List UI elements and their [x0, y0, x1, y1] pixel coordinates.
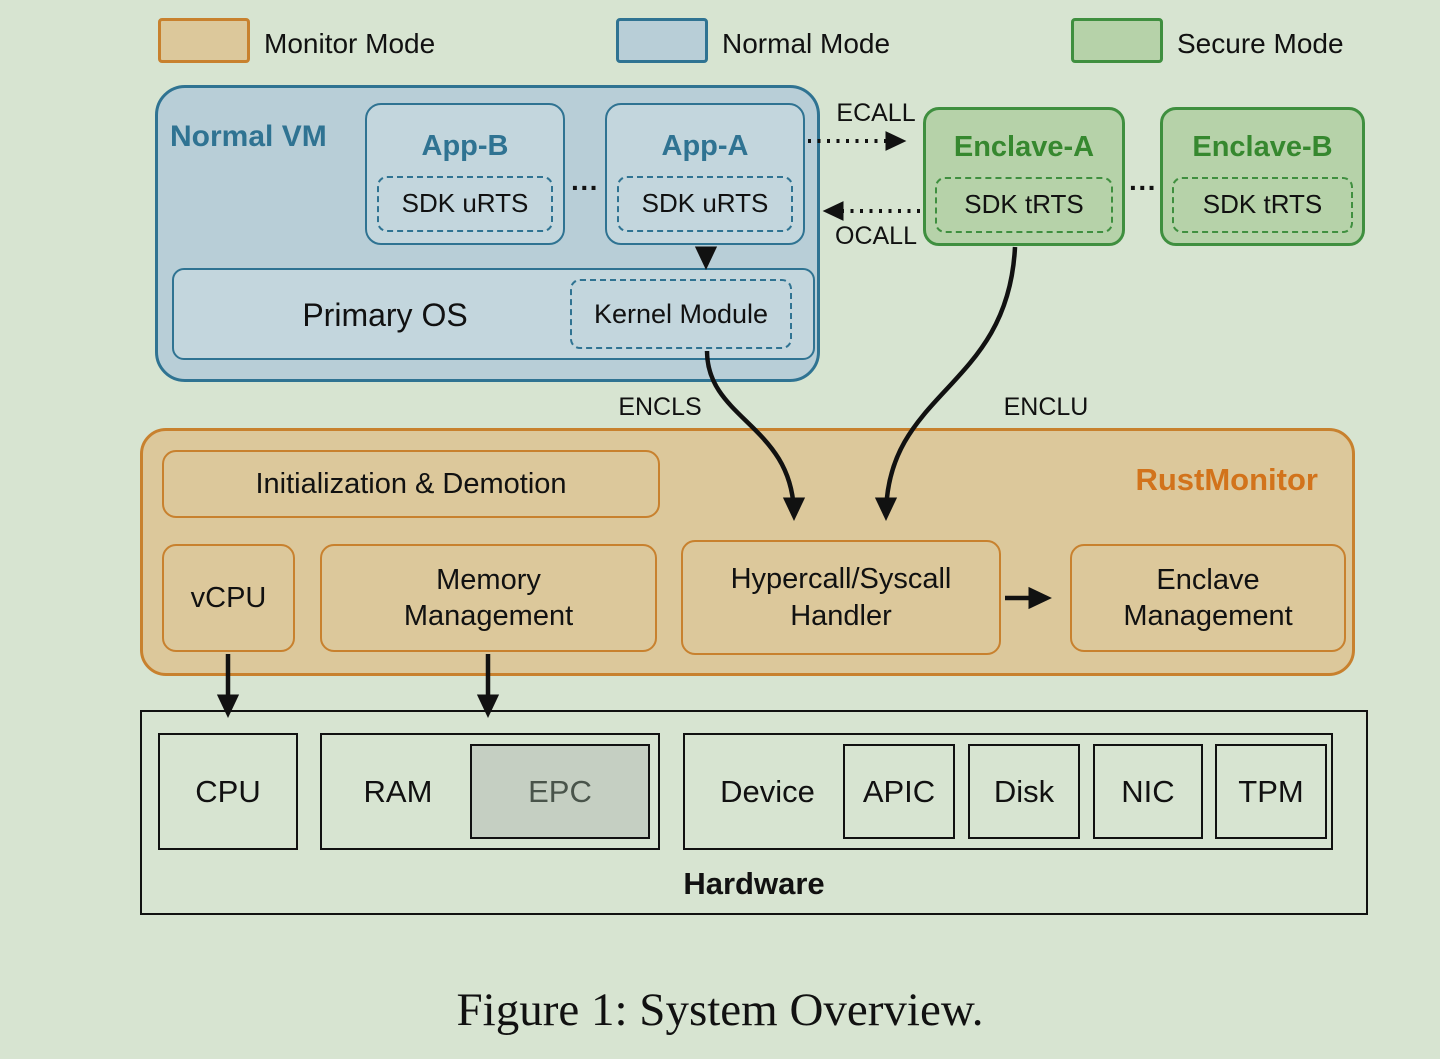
legend-swatch-secure-mode [1071, 18, 1163, 63]
device-label: Device [720, 773, 815, 809]
app-a-sdk-urts-box: SDK uRTS [617, 176, 793, 232]
app-b-box [365, 103, 565, 245]
enclave-b-title: Enclave-B [1192, 131, 1333, 163]
ram-label: RAM [363, 773, 433, 809]
encls-label: ENCLS [618, 393, 702, 421]
enclave-b-sdk-trts-box: SDK tRTS [1172, 177, 1353, 233]
vcpu-box: vCPU [162, 544, 295, 652]
normal-vm-title: Normal VM [170, 120, 327, 153]
legend-label-normal-mode: Normal Mode [722, 28, 891, 59]
ecall-label: ECALL [836, 99, 916, 127]
hardware-box [140, 710, 1368, 915]
enclave-a-title: Enclave-A [953, 131, 1095, 163]
epc-box: EPC [470, 744, 650, 839]
cpu-box: CPU [158, 733, 298, 850]
disk-box: Disk [968, 744, 1080, 839]
device-box [683, 733, 1333, 850]
app-a-box [605, 103, 805, 245]
apps-ellipsis: ··· [571, 172, 599, 203]
primary-os-label: Primary OS [302, 297, 468, 333]
memory-management-box: Memory Management [320, 544, 657, 652]
enclave-management-box: Enclave Management [1070, 544, 1346, 652]
primary-os-box [172, 268, 815, 360]
app-a-title: App-A [661, 130, 749, 162]
rustmonitor-title: RustMonitor [1135, 462, 1318, 497]
apic-box: APIC [843, 744, 955, 839]
enclave-b-box [1160, 107, 1365, 246]
legend-label-monitor-mode: Monitor Mode [264, 28, 436, 59]
enclave-a-sdk-trts-box: SDK tRTS [935, 177, 1113, 233]
kernel-module-box: Kernel Module [570, 279, 792, 349]
legend-label-secure-mode: Secure Mode [1177, 28, 1344, 59]
enclaves-ellipsis: ··· [1129, 172, 1157, 203]
figure-caption: Figure 1: System Overview. [456, 984, 984, 1036]
app-b-sdk-urts-box: SDK uRTS [377, 176, 553, 232]
ram-box [320, 733, 660, 850]
app-b-title: App-B [421, 130, 509, 162]
legend-swatch-monitor-mode [158, 18, 250, 63]
hypercall-syscall-handler-box: Hypercall/Syscall Handler [681, 540, 1001, 655]
enclave-a-box [923, 107, 1125, 246]
ocall-label: OCALL [835, 222, 917, 250]
init-demotion-box: Initialization & Demotion [162, 450, 660, 518]
enclu-label: ENCLU [1003, 393, 1089, 421]
nic-box: NIC [1093, 744, 1203, 839]
hardware-title: Hardware [683, 866, 825, 901]
legend-swatch-normal-mode [616, 18, 708, 63]
tpm-box: TPM [1215, 744, 1327, 839]
